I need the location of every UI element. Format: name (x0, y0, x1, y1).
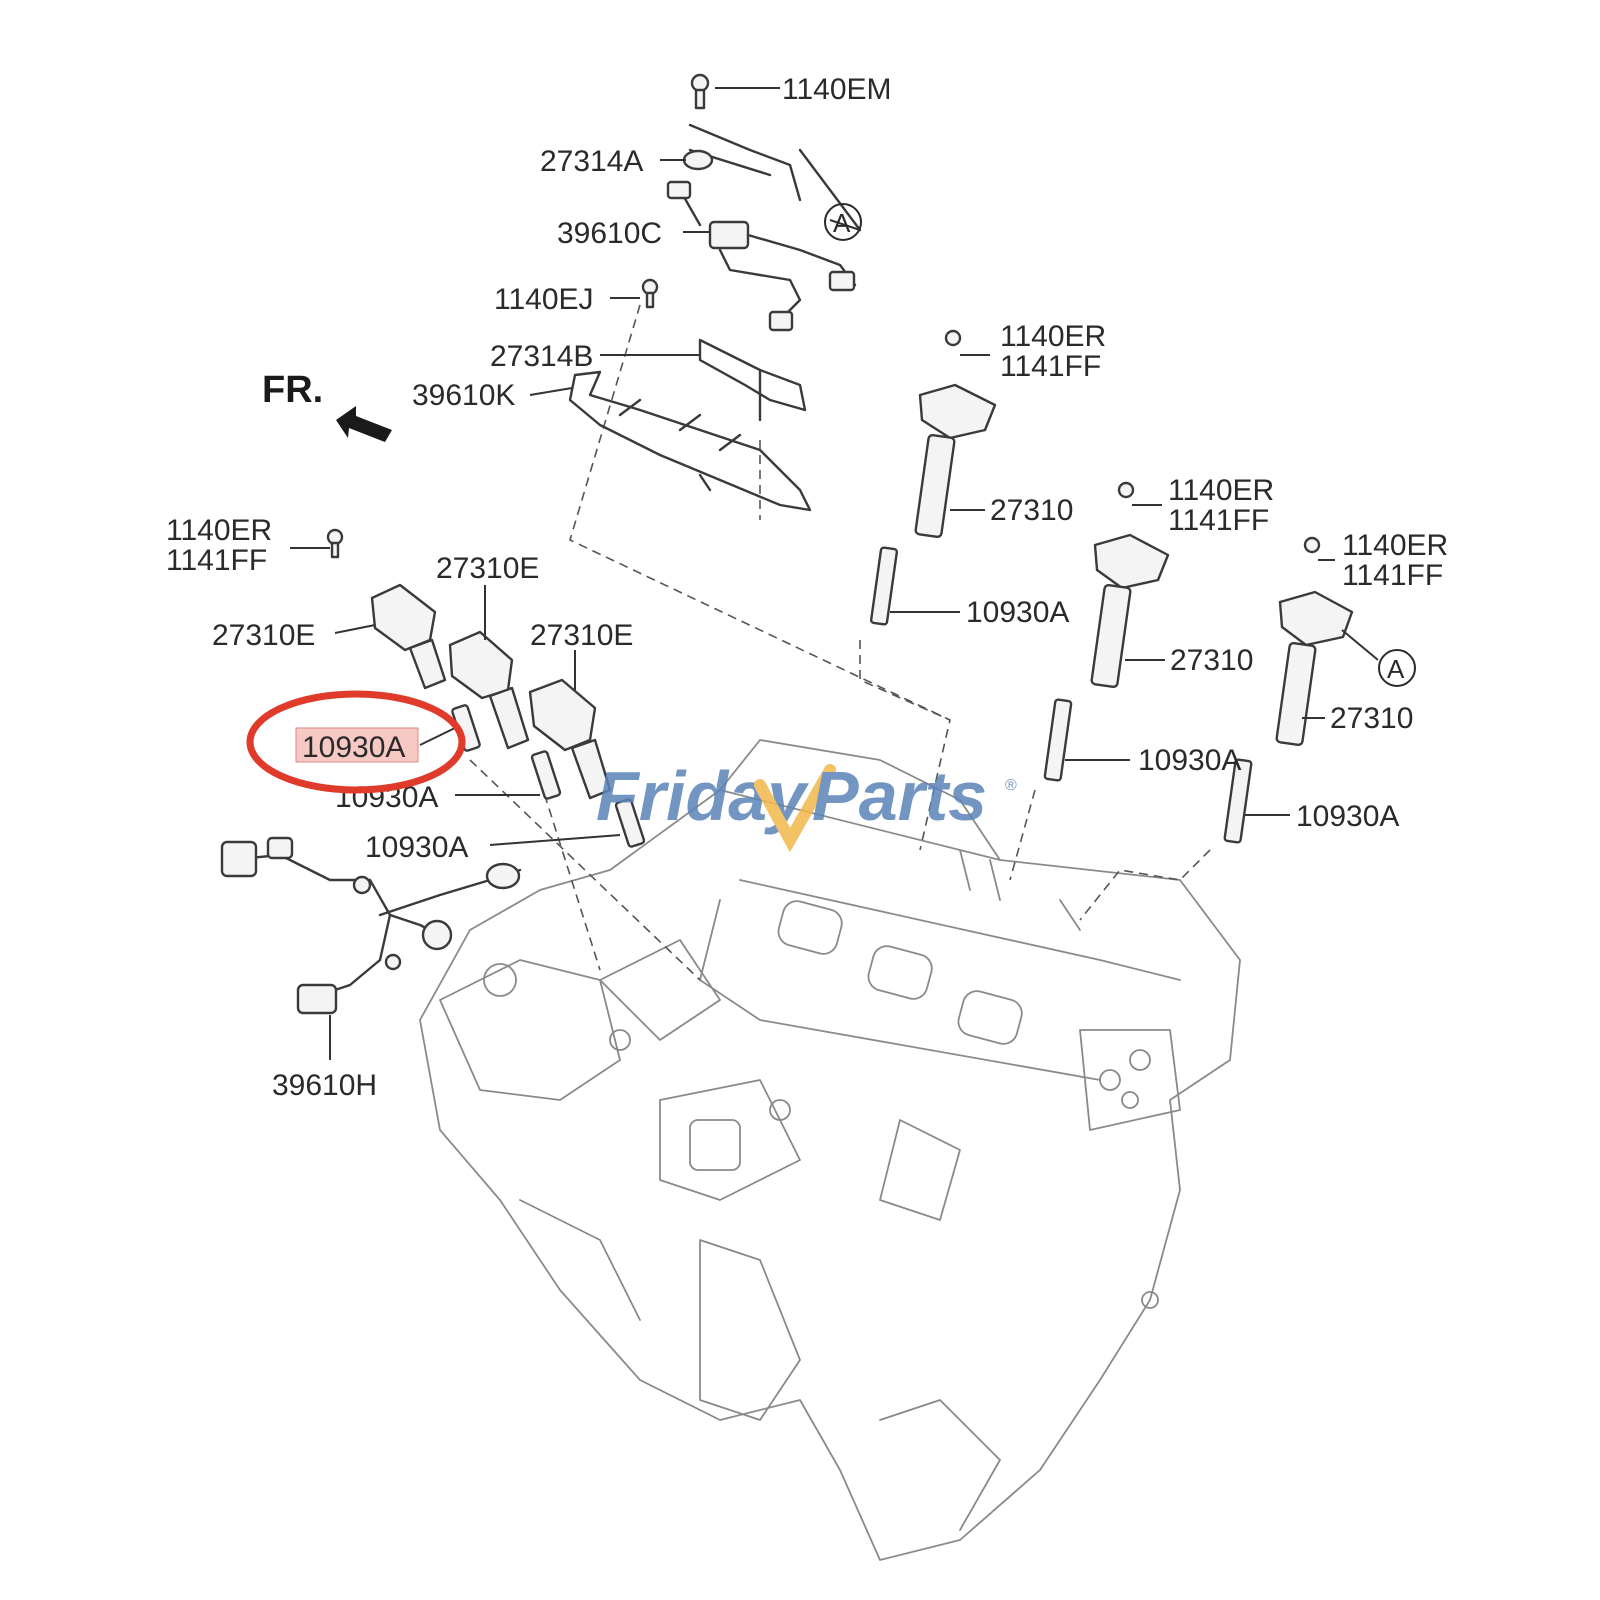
callout-a-top-text: A (833, 208, 851, 238)
label-1140er-r1: 1140ER (1000, 320, 1106, 353)
bolt-left (326, 528, 344, 559)
watermark-text-right: Parts (812, 757, 987, 835)
label-10930a-r1: 10930A (966, 596, 1069, 629)
top-harness-group (568, 73, 862, 512)
highlight-circle (246, 690, 466, 794)
label-27314b: 27314B (490, 340, 593, 373)
callout-a-right-text: A (1387, 654, 1405, 684)
callout-a-top: A (824, 203, 862, 241)
label-10930a-left-3: 10930A (365, 831, 468, 864)
coil-right-2 (1043, 481, 1170, 782)
assembly-guide-lines (469, 304, 1211, 981)
label-10930a-highlighted: 10930A (302, 731, 405, 764)
label-27314a: 27314A (540, 145, 643, 178)
label-39610k: 39610K (412, 379, 515, 412)
label-27310e-left: 27310E (212, 619, 315, 652)
label-1141ff-left: 1141FF (166, 544, 267, 577)
label-1141ff-r3: 1141FF (1342, 559, 1443, 592)
harness-39610c (666, 148, 862, 332)
watermark-registered-mark: ® (1005, 777, 1017, 794)
left-bank-coils (326, 528, 646, 848)
coil-right-1 (869, 329, 997, 626)
engine-block-illustration (419, 739, 1241, 1561)
watermark-check-icon (754, 764, 836, 853)
bracket-27314b (698, 338, 807, 422)
front-label: FR. (262, 369, 323, 411)
label-27310-r1: 27310 (990, 494, 1073, 527)
plug-left-3 (614, 798, 646, 848)
right-bank-coils (869, 329, 1354, 844)
bolt-1140em (690, 73, 710, 110)
label-1140ej: 1140EJ (494, 283, 594, 316)
label-1140er-r3: 1140ER (1342, 529, 1448, 562)
label-27310e-center: 27310E (436, 552, 539, 585)
label-10930a-r3: 10930A (1296, 800, 1399, 833)
part-labels: 1140EM 27314A 39610C 1140EJ 27314B 39610… (166, 73, 1448, 1102)
label-1141ff-r1: 1141FF (1000, 350, 1101, 383)
label-1140er-left: 1140ER (166, 514, 272, 547)
watermark-logo: Friday Parts ® (596, 757, 1017, 853)
harness-bracket-39610k (568, 370, 812, 512)
callout-a-right: A (1378, 649, 1416, 687)
leader-lines (290, 87, 1379, 1060)
label-1141ff-r2: 1141FF (1168, 504, 1269, 537)
harness-39610h (220, 836, 522, 1015)
label-1140em: 1140EM (782, 73, 892, 106)
highlight-box (295, 727, 419, 763)
coil-left-2 (448, 630, 530, 750)
label-39610c: 39610C (557, 217, 662, 250)
coil-right-3 (1223, 536, 1354, 844)
plug-left-2 (530, 750, 562, 800)
label-27310e-right: 27310E (530, 619, 633, 652)
label-1140er-r2: 1140ER (1168, 474, 1274, 507)
label-27310-r2: 27310 (1170, 644, 1253, 677)
coil-left-1 (370, 583, 447, 690)
highlighted-part-10930a: 10930A (246, 690, 466, 794)
bracket-27314a (682, 123, 802, 202)
front-arrow-icon (336, 406, 392, 442)
label-10930a-r2: 10930A (1138, 744, 1241, 777)
bolt-1140ej (641, 278, 659, 309)
label-39610h: 39610H (272, 1069, 377, 1102)
label-27310-r3: 27310 (1330, 702, 1413, 735)
front-direction-indicator: FR. (262, 369, 392, 442)
coil-left-3 (528, 678, 612, 800)
